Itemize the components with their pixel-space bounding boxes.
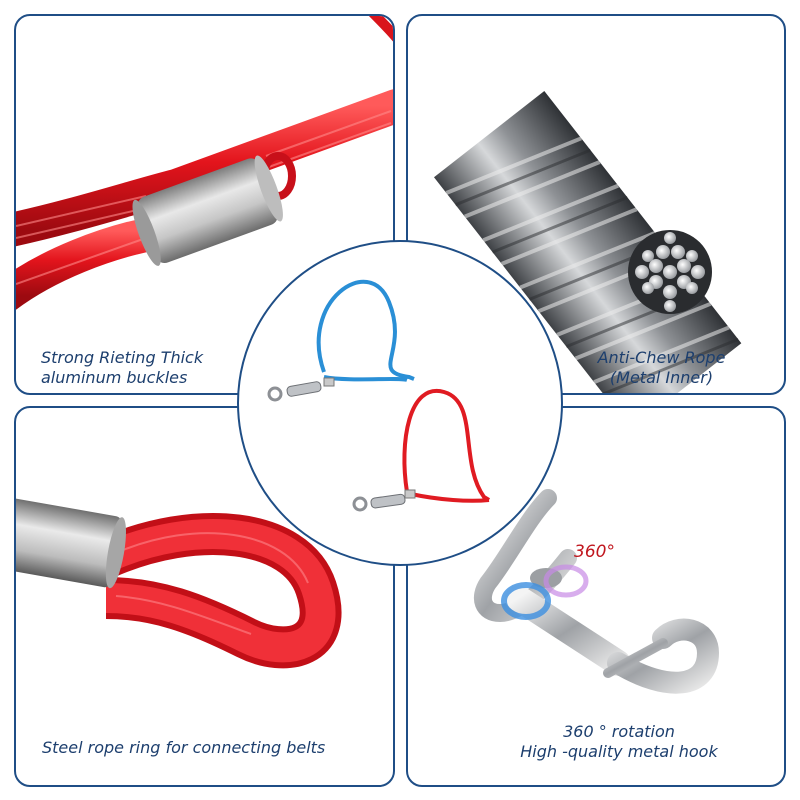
aluminum-sleeve-bottom [16,497,126,589]
blue-cable-clip [267,377,335,402]
panel-aluminum-buckle: Strong Rieting Thick aluminum buckles [14,14,395,395]
rotation-arrow-blue [501,582,551,620]
caption-hook-line2: High -quality metal hook [520,742,718,761]
red-rope-top [368,16,393,42]
aluminum-sleeve [132,155,283,266]
red-cable [402,388,491,502]
blue-cable-return [323,375,408,382]
caption-anti-chew-line2: (Metal Inner) [609,368,714,387]
red-cable-clip [352,489,416,512]
steel-wire-rope-illustration [433,91,742,393]
red-cable-sleeve-illustration [16,16,393,310]
red-loop-illustration [16,497,342,669]
center-product-circle [237,240,563,566]
wire-cross-section [628,230,712,314]
caption-aluminum-buckle-line2: aluminum buckles [41,368,188,387]
red-cable-return [410,492,490,503]
cable-pair-illustration [267,279,491,512]
snap-hook-illustration [473,489,719,694]
caption-hook-line1: 360 ° rotation [563,722,675,741]
rotation-degree-label: 360° [574,542,615,562]
rotation-arrow-purple [543,564,589,598]
caption-steel-rope-ring: Steel rope ring for connecting belts [42,738,326,757]
caption-aluminum-buckle-line1: Strong Rieting Thick [41,348,204,367]
caption-anti-chew-line1: Anti-Chew Rope [597,348,726,367]
blue-cable [316,279,415,381]
snap-hook [473,489,719,694]
